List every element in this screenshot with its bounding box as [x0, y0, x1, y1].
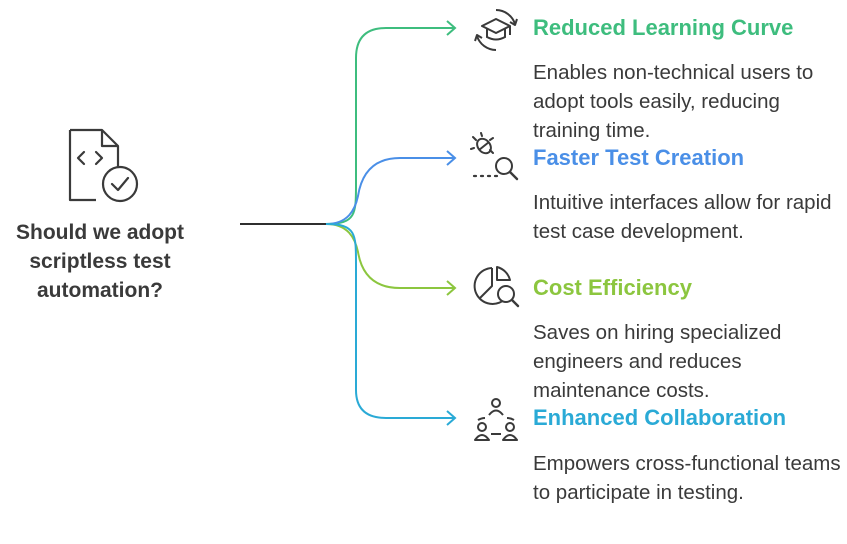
pie-chart-magnifier-icon	[473, 266, 520, 308]
branch-connector-4	[325, 223, 455, 419]
graduation-cap-refresh-icon	[474, 9, 518, 51]
branch-connector-1	[325, 27, 455, 225]
branch-description-2: Intuitive interfaces allow for rapid tes…	[533, 191, 832, 243]
branch-arrowhead-3	[446, 280, 457, 296]
root-question: Should we adopt scriptless test automati…	[16, 221, 184, 302]
team-network-icon	[474, 398, 518, 441]
code-file-check-icon	[68, 128, 139, 203]
branch-title-2: Faster Test Creation	[533, 145, 745, 170]
branch-description-4: Empowers cross-functional teams to parti…	[533, 452, 841, 504]
branch-description-3: Saves on hiring specialized engineers an…	[533, 321, 782, 402]
branch-connector-2	[325, 157, 455, 225]
branch-arrowhead-2	[446, 150, 457, 166]
branch-description-1: Enables non-technical users to adopt too…	[533, 61, 814, 142]
branch-arrowhead-1	[446, 20, 457, 36]
branch-title-3: Cost Efficiency	[533, 275, 692, 300]
branch-connector-3	[325, 223, 455, 289]
branch-title-1: Reduced Learning Curve	[533, 15, 794, 40]
branch-arrowhead-4	[446, 410, 457, 426]
bug-magnifier-icon	[470, 132, 519, 181]
branch-title-4: Enhanced Collaboration	[533, 405, 787, 430]
